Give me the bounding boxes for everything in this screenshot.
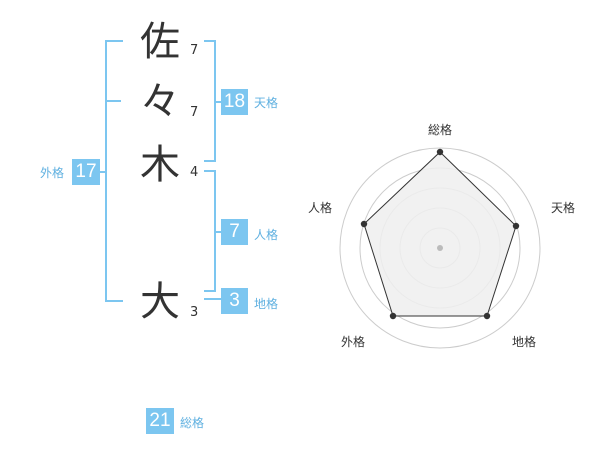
radar-point [389, 312, 397, 320]
radar-point [512, 222, 520, 230]
gaikaku-bracket [105, 40, 123, 302]
tenkaku-bracket-connector [214, 101, 221, 103]
name-char-4: 大 [140, 279, 180, 325]
gaikaku-label: 外格 [40, 166, 65, 180]
jinkaku-value-badge: 7 [221, 219, 248, 245]
name-char-2: 々 [140, 79, 180, 125]
name-char-1: 佐 [140, 19, 180, 65]
radar-label-tenkaku: 天格 [551, 200, 575, 215]
fortune-radar-chart: 総格 天格 地格 外格 人格 [308, 122, 575, 349]
radar-point [483, 312, 491, 320]
gaikaku-bracket-connector [98, 171, 106, 173]
radar-points [360, 148, 520, 320]
chikaku-bracket-line [204, 298, 221, 300]
tenkaku-label: 天格 [254, 96, 279, 110]
soukaku-label: 総格 [180, 416, 205, 430]
radar-label-gaikaku: 外格 [341, 334, 365, 349]
radar-label-soukaku: 総格 [428, 122, 452, 137]
stroke-count-2: 7 [190, 105, 199, 120]
radar-shape [363, 151, 517, 317]
name-char-3: 木 [140, 142, 180, 188]
jinkaku-bracket-connector [214, 231, 221, 233]
radar-center-dot [437, 245, 443, 251]
radar-label-jinkaku: 人格 [308, 200, 332, 215]
chikaku-value-badge: 3 [221, 288, 248, 314]
tenkaku-value-badge: 18 [221, 89, 248, 115]
jinkaku-label: 人格 [254, 228, 279, 242]
stroke-count-1: 7 [190, 43, 199, 58]
radar-point [436, 148, 444, 156]
gaikaku-value-badge: 17 [72, 159, 100, 185]
stroke-count-4: 3 [190, 305, 199, 320]
stroke-count-3: 4 [190, 165, 199, 180]
radar-label-chikaku: 地格 [512, 334, 536, 349]
radar-point [360, 220, 368, 228]
soukaku-value-badge: 21 [146, 408, 174, 434]
gaikaku-bracket-mid-tick [105, 100, 121, 102]
chikaku-label: 地格 [254, 297, 279, 311]
